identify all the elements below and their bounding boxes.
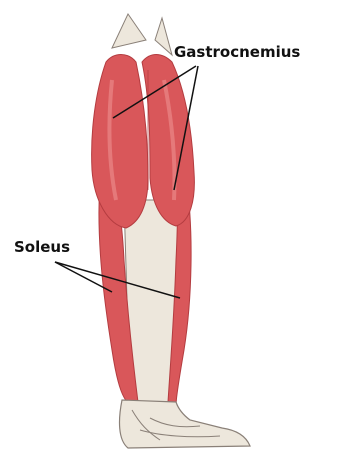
soleus-label: Soleus [14,238,70,256]
knee-region [112,14,172,55]
foot-heel [120,400,250,448]
gastrocnemius-label: Gastrocnemius [174,43,300,61]
gastrocnemius-medial-head [92,55,148,229]
